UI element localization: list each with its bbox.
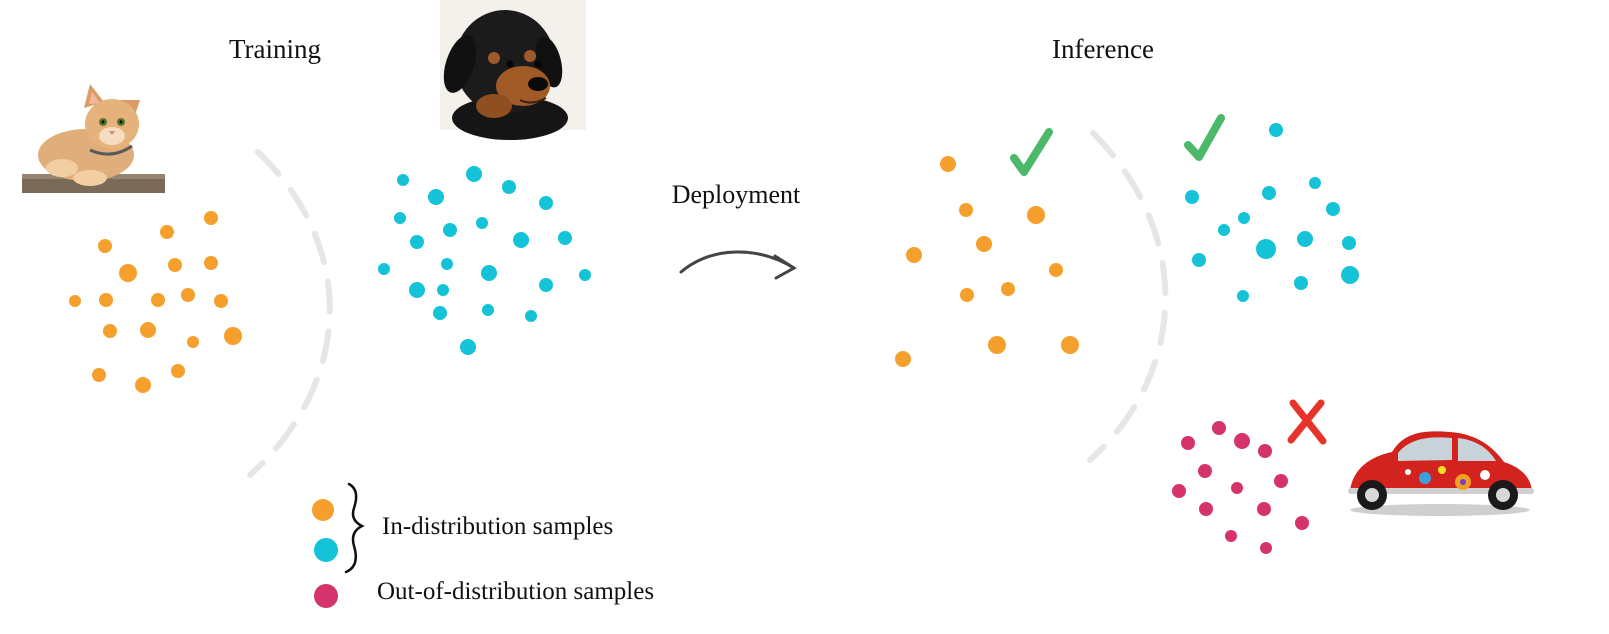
- inference-cyan-cluster: [1185, 123, 1359, 302]
- deployment-label: Deployment: [672, 180, 801, 209]
- car-image: [1348, 431, 1534, 516]
- training-title: Training: [229, 34, 321, 64]
- legend-cyan-swatch: [314, 538, 338, 562]
- legend-orange-swatch: [312, 499, 334, 521]
- inference-title: Inference: [1052, 34, 1154, 64]
- inference-decision-boundary: [1087, 130, 1169, 463]
- legend: In-distribution samples Out-of-distribut…: [312, 482, 654, 608]
- deployment-arrow: [679, 250, 797, 280]
- checkmark-icon: [1184, 114, 1225, 161]
- cat-image: [22, 84, 165, 193]
- inference-orange-cluster: [895, 156, 1079, 367]
- training-decision-boundary: [247, 149, 333, 478]
- training-orange-cluster: [69, 211, 242, 393]
- ood-magenta-cluster: [1172, 421, 1309, 554]
- legend-ood-label: Out-of-distribution samples: [377, 578, 654, 605]
- legend-magenta-swatch: [314, 584, 338, 608]
- cross-icon: [1287, 399, 1327, 445]
- legend-brace: [344, 482, 365, 574]
- legend-in-distribution-label: In-distribution samples: [382, 513, 613, 540]
- dog-image: [440, 0, 586, 140]
- checkmark-icon: [1010, 128, 1053, 176]
- training-cyan-cluster: [378, 166, 591, 355]
